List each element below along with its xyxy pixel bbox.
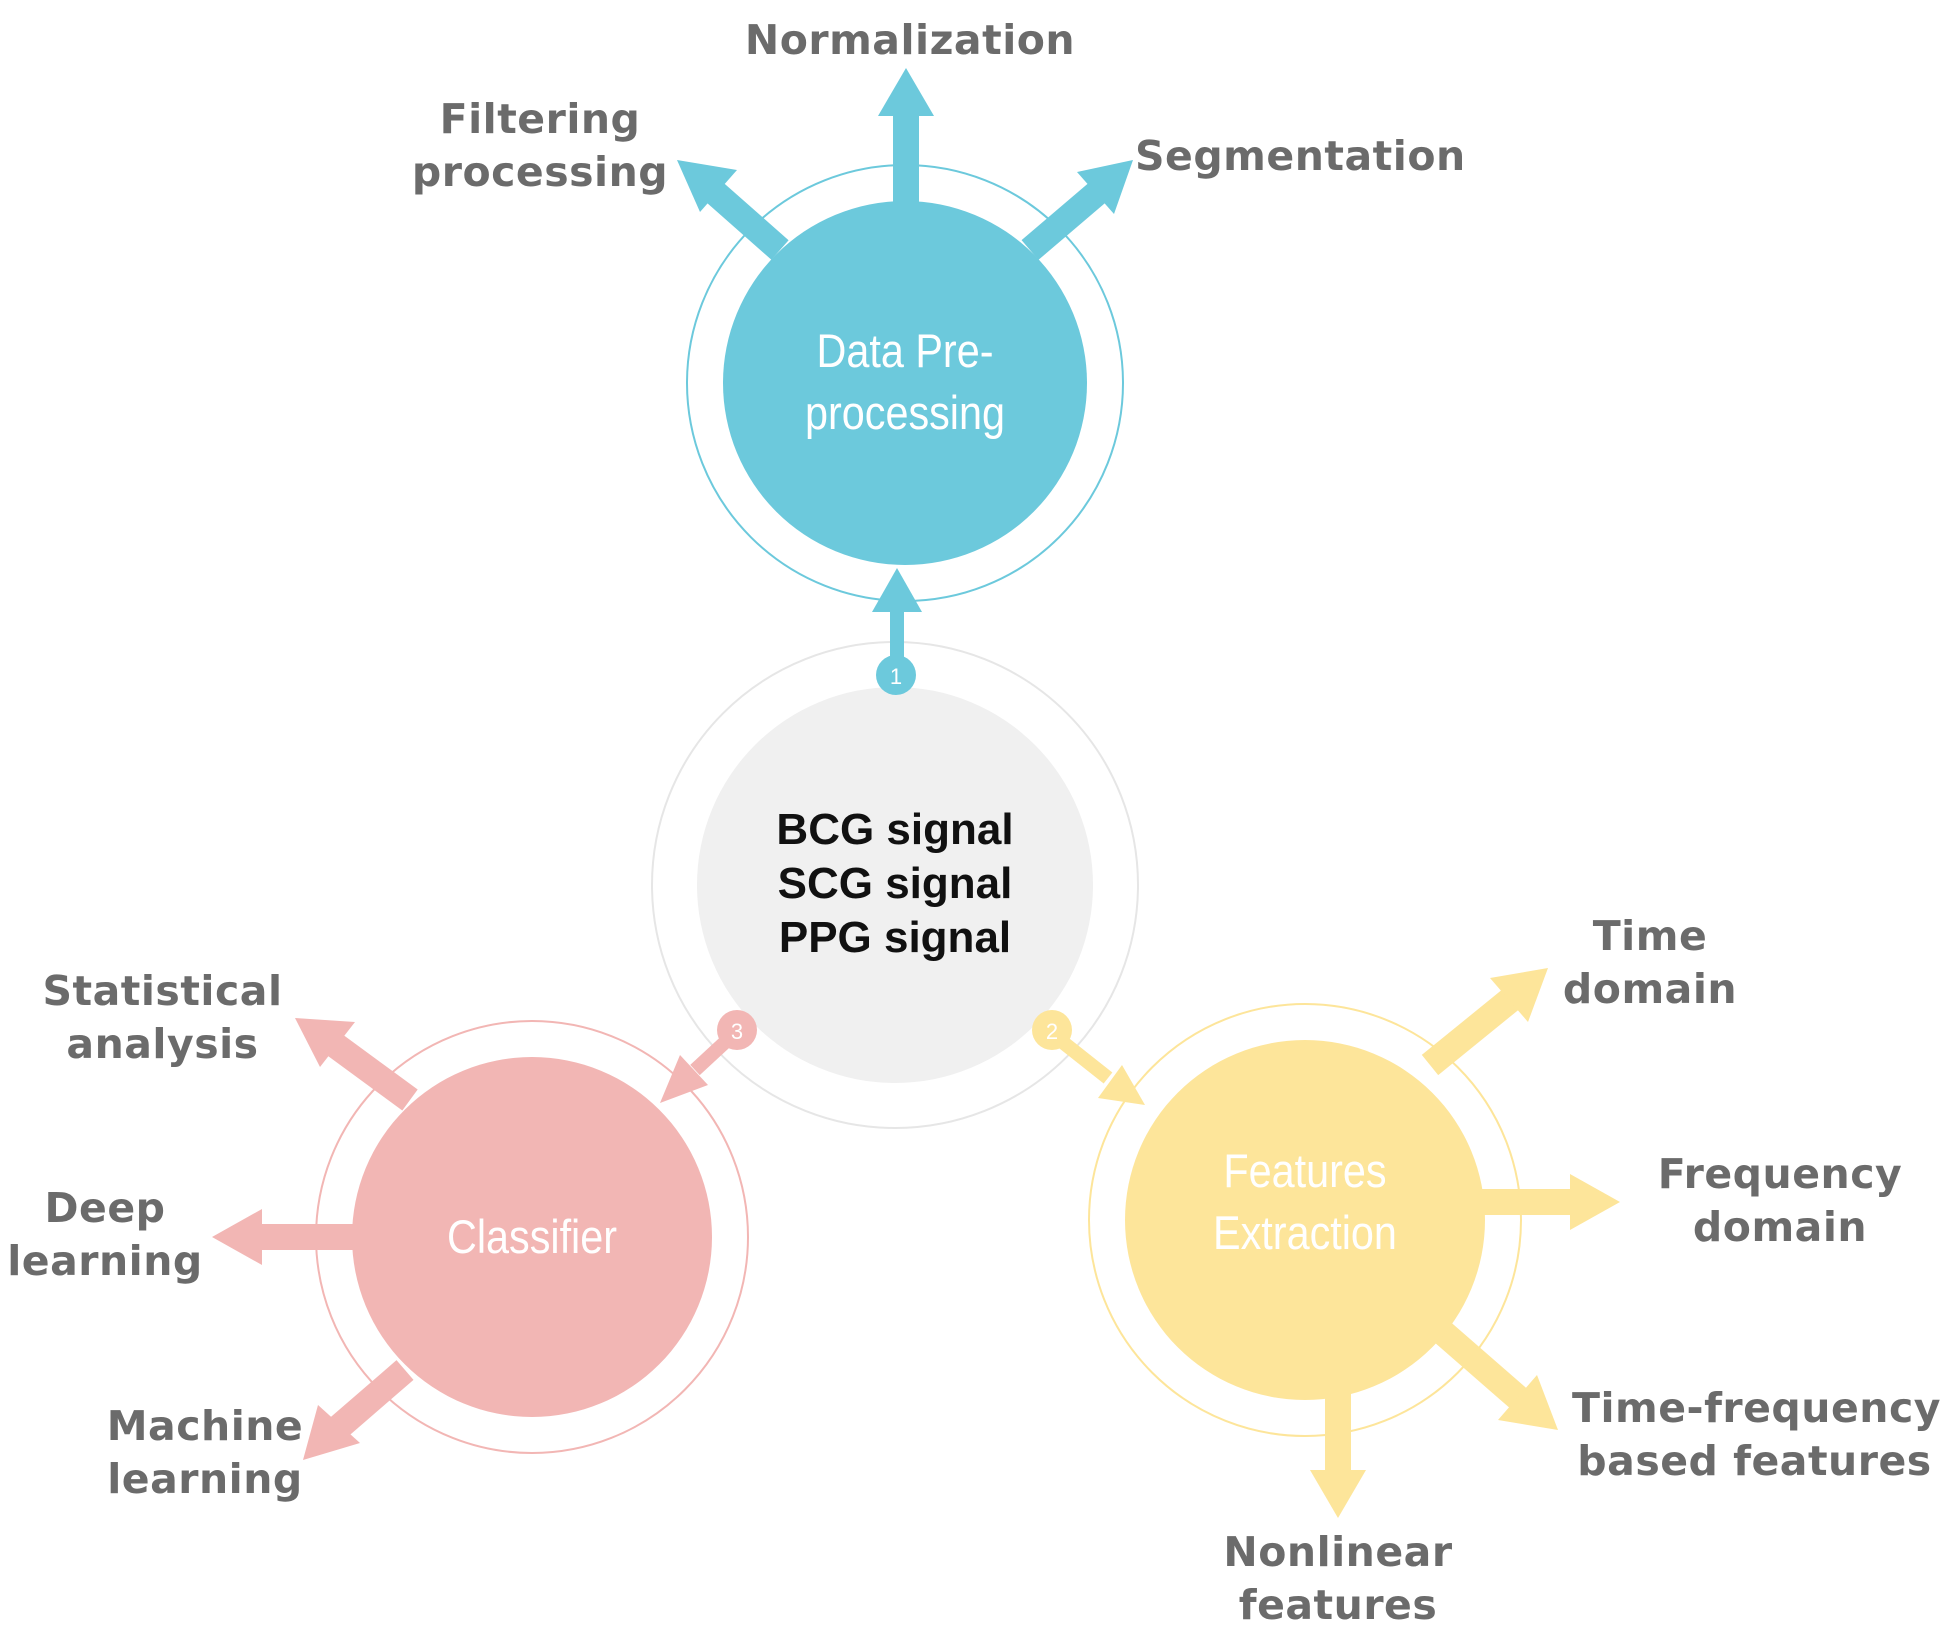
label-machine-learning-line-1: Machine bbox=[106, 1402, 304, 1450]
label-filtering-processing: Filtering processing bbox=[395, 93, 685, 199]
label-time-domain-line-1: Time bbox=[1592, 912, 1708, 960]
classifier-title-line-1: Classifier bbox=[446, 1210, 618, 1263]
arrow-to-machine-learning bbox=[329, 1360, 414, 1438]
preprocessing-title-line-2: processing bbox=[804, 386, 1006, 439]
label-statistical-line-1: Statistical bbox=[42, 967, 283, 1015]
step-badge-3-number: 3 bbox=[731, 1019, 743, 1044]
label-segmentation: Segmentation bbox=[1135, 130, 1466, 183]
hub-line-scg: SCG signal bbox=[777, 859, 1013, 908]
arrowhead-nonlinear bbox=[1310, 1470, 1366, 1518]
label-nonlinear-line-1: Nonlinear bbox=[1223, 1528, 1453, 1576]
classifier-title: Classifier bbox=[400, 1206, 664, 1268]
label-time-frequency: Time-frequency based features bbox=[1572, 1382, 1941, 1488]
label-deep-learning: Deep learning bbox=[5, 1182, 205, 1288]
label-deep-learning-line-1: Deep bbox=[44, 1184, 166, 1232]
features-circle bbox=[1125, 1040, 1485, 1400]
step-badge-1: 1 bbox=[876, 655, 916, 695]
label-normalization-line-1: Normalization bbox=[744, 16, 1076, 64]
arrowhead-hub-to-preprocessing bbox=[872, 568, 922, 612]
hub-circle bbox=[697, 687, 1093, 1083]
hub-line-ppg: PPG signal bbox=[778, 913, 1012, 962]
arrowhead-time-frequency bbox=[1498, 1375, 1558, 1430]
label-frequency-domain: Frequency domain bbox=[1630, 1148, 1930, 1254]
step-badge-2-circle bbox=[1032, 1010, 1072, 1050]
arrowhead-statistical bbox=[295, 1018, 355, 1067]
arrowhead-frequency-domain bbox=[1570, 1174, 1620, 1230]
arrowhead-segmentation bbox=[1077, 160, 1133, 214]
label-time-frequency-line-1: Time-frequency bbox=[1572, 1384, 1941, 1432]
step-badge-3: 3 bbox=[717, 1010, 757, 1050]
arrowhead-time-domain bbox=[1490, 968, 1548, 1022]
features-ring bbox=[1088, 1003, 1522, 1437]
arrow-to-time-domain bbox=[1421, 989, 1519, 1076]
label-deep-learning-line-2: learning bbox=[7, 1237, 203, 1285]
label-statistical-line-2: analysis bbox=[66, 1020, 259, 1068]
label-nonlinear-features: Nonlinear features bbox=[1188, 1526, 1488, 1632]
label-segmentation-line-1: Segmentation bbox=[1135, 132, 1466, 180]
arrowhead-deep-learning bbox=[212, 1209, 262, 1265]
step-badge-1-circle bbox=[876, 655, 916, 695]
label-time-domain-line-2: domain bbox=[1562, 965, 1738, 1013]
label-frequency-line-2: domain bbox=[1692, 1203, 1868, 1251]
step-badge-2-number: 2 bbox=[1046, 1019, 1058, 1044]
step-badge-2: 2 bbox=[1032, 1010, 1072, 1050]
preprocessing-circle bbox=[723, 201, 1087, 565]
label-time-frequency-line-2: based features bbox=[1577, 1437, 1932, 1485]
arrow-to-filtering bbox=[703, 180, 789, 260]
step-badge-1-number: 1 bbox=[890, 664, 902, 689]
arrow-to-time-frequency bbox=[1431, 1320, 1527, 1408]
features-title: Features Extraction bbox=[1173, 1140, 1437, 1264]
arrowhead-hub-to-features bbox=[1098, 1065, 1145, 1105]
label-filtering-line-1: Filtering bbox=[439, 95, 641, 143]
arrow-to-segmentation bbox=[1021, 182, 1107, 260]
label-nonlinear-line-2: features bbox=[1238, 1581, 1438, 1629]
label-frequency-line-1: Frequency bbox=[1657, 1150, 1903, 1198]
hub-label: BCG signal SCG signal PPG signal bbox=[695, 803, 1095, 965]
preprocessing-title: Data Pre- processing bbox=[773, 320, 1037, 444]
arrowhead-normalization bbox=[878, 68, 934, 116]
features-title-line-2: Extraction bbox=[1213, 1206, 1397, 1259]
arrow-hub-to-features bbox=[1055, 1034, 1113, 1084]
step-badge-3-circle bbox=[717, 1010, 757, 1050]
preprocessing-title-line-1: Data Pre- bbox=[816, 324, 994, 377]
arrowhead-filtering bbox=[677, 160, 737, 212]
label-filtering-line-2: processing bbox=[411, 148, 669, 196]
classifier-circle bbox=[352, 1057, 712, 1417]
label-statistical-analysis: Statistical analysis bbox=[30, 965, 295, 1071]
label-normalization: Normalization bbox=[700, 14, 1120, 67]
hub-line-bcg: BCG signal bbox=[776, 805, 1014, 854]
arrowhead-hub-to-classifier bbox=[660, 1055, 708, 1103]
arrow-to-statistical bbox=[327, 1034, 418, 1111]
label-machine-learning-line-2: learning bbox=[107, 1455, 303, 1503]
arrowhead-machine-learning bbox=[303, 1405, 360, 1460]
label-time-domain: Time domain bbox=[1530, 910, 1770, 1016]
label-machine-learning: Machine learning bbox=[95, 1400, 315, 1506]
features-title-line-1: Features bbox=[1223, 1144, 1387, 1197]
